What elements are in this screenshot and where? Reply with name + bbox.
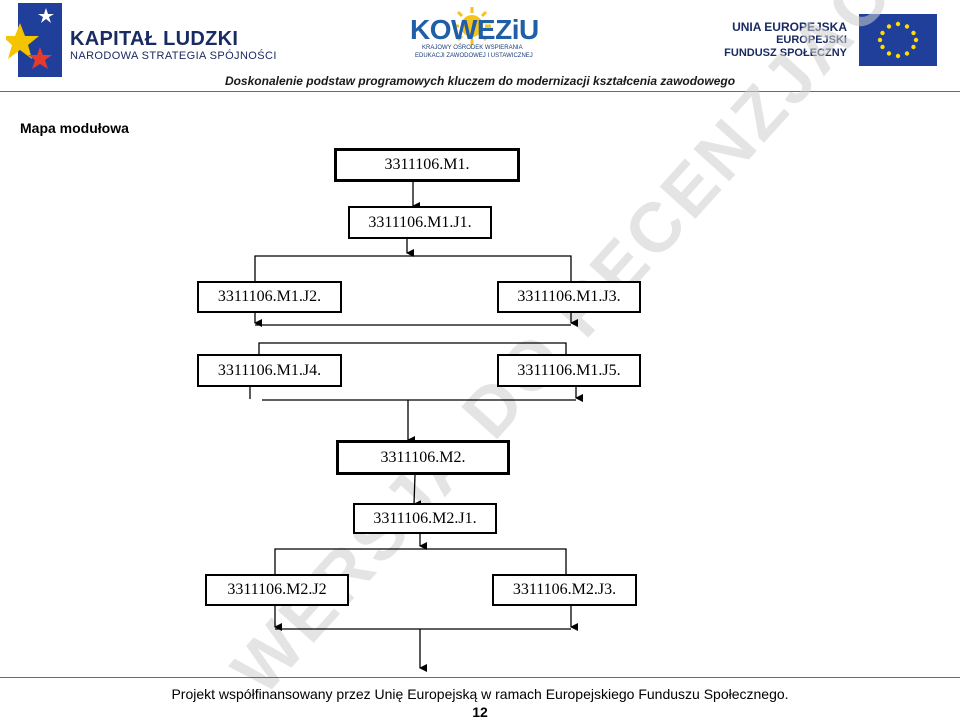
unit-box-m2-j2: 3311106.M2.J2 (205, 574, 349, 606)
unit-box-m1-j3: 3311106.M1.J3. (497, 281, 641, 313)
header-divider (0, 91, 960, 92)
unit-box-m1-j5: 3311106.M1.J5. (497, 354, 641, 387)
koweziu-logo-line2: EDUKACJI ZAWODOWEJ I USTAWICZNEJ (415, 53, 533, 59)
module-box-m2: 3311106.M2. (336, 440, 510, 475)
footer-divider (0, 677, 960, 678)
kapital-ludzki-title: KAPITAŁ LUDZKI (70, 28, 239, 50)
section-title: Mapa modułowa (20, 120, 129, 136)
unit-box-m1-j1: 3311106.M1.J1. (348, 206, 492, 239)
header-tagline: Doskonalenie podstaw programowych klucze… (224, 74, 736, 88)
eu-flag-icon (859, 14, 937, 66)
eu-logo-line3: FUNDUSZ SPOŁECZNY (724, 47, 847, 59)
unit-box-m2-j1: 3311106.M2.J1. (353, 503, 497, 534)
footer-text: Projekt współfinansowany przez Unię Euro… (171, 686, 789, 702)
page-number: 12 (472, 704, 488, 720)
kapital-ludzki-subtitle: NARODOWA STRATEGIA SPÓJNOŚCI (70, 50, 277, 62)
eu-logo-line2: EUROPEJSKI (776, 34, 847, 46)
unit-box-m1-j2: 3311106.M1.J2. (197, 281, 342, 313)
koweziu-sun-icon (452, 6, 492, 46)
kapital-ludzki-logo (2, 3, 62, 77)
unit-box-m1-j4: 3311106.M1.J4. (197, 354, 342, 387)
unit-box-m2-j3: 3311106.M2.J3. (492, 574, 637, 606)
eu-logo-line1: UNIA EUROPEJSKA (732, 20, 847, 34)
kapital-ludzki-star-icon (2, 3, 62, 77)
koweziu-logo-word: KOWEZiU (410, 14, 539, 45)
koweziu-logo-line1: KRAJOWY OŚRODEK WSPIERANIA (422, 45, 523, 51)
module-box-m1: 3311106.M1. (334, 148, 520, 182)
